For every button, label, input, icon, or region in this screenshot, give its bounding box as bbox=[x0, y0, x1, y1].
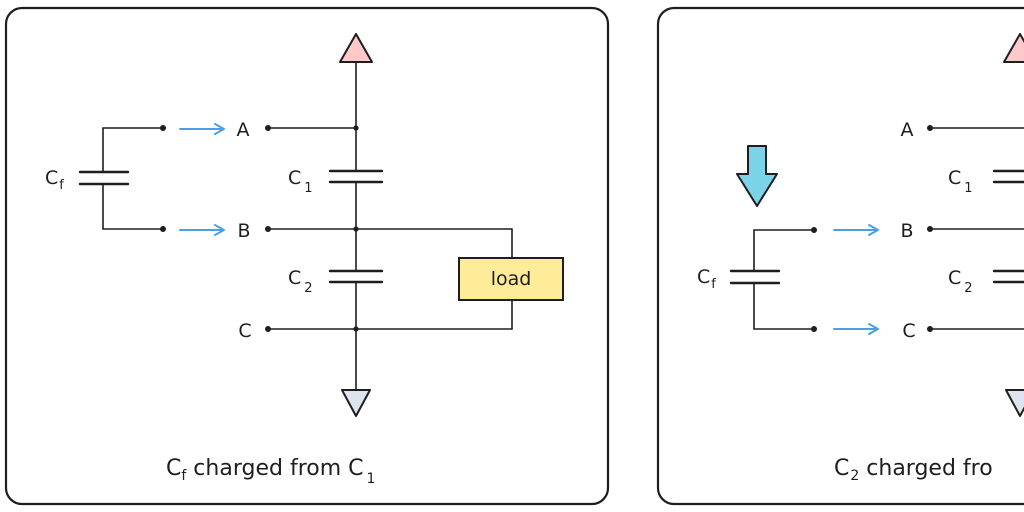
panel2-caption: C2 charged fro bbox=[834, 456, 993, 484]
node-a-label: A bbox=[901, 119, 914, 141]
capacitor-c1 bbox=[328, 169, 384, 184]
flying-capacitor-cf bbox=[729, 227, 817, 332]
right-arrow-icon bbox=[833, 224, 879, 236]
load-box: load bbox=[458, 257, 564, 301]
down-arrow-icon bbox=[736, 145, 778, 207]
node-b-label: B bbox=[900, 220, 913, 242]
panel-frame bbox=[4, 6, 610, 506]
node-a-label: A bbox=[237, 119, 250, 141]
node-c-label: C bbox=[238, 320, 251, 342]
right-arrow-icon bbox=[179, 224, 225, 236]
panel-frame bbox=[656, 6, 1024, 506]
node-b-label: B bbox=[237, 220, 250, 242]
node-c-label: C bbox=[902, 320, 915, 342]
right-arrow-icon bbox=[833, 323, 879, 335]
cf-label: Cf bbox=[45, 167, 64, 193]
triangle-up-icon bbox=[1003, 33, 1024, 63]
flying-capacitor-cf bbox=[78, 125, 166, 232]
triangle-down-icon bbox=[1005, 389, 1024, 417]
right-arrow-icon bbox=[179, 123, 225, 135]
cf-label: Cf bbox=[697, 266, 716, 292]
load-label: load bbox=[491, 268, 532, 290]
capacitor-c2 bbox=[328, 269, 384, 284]
